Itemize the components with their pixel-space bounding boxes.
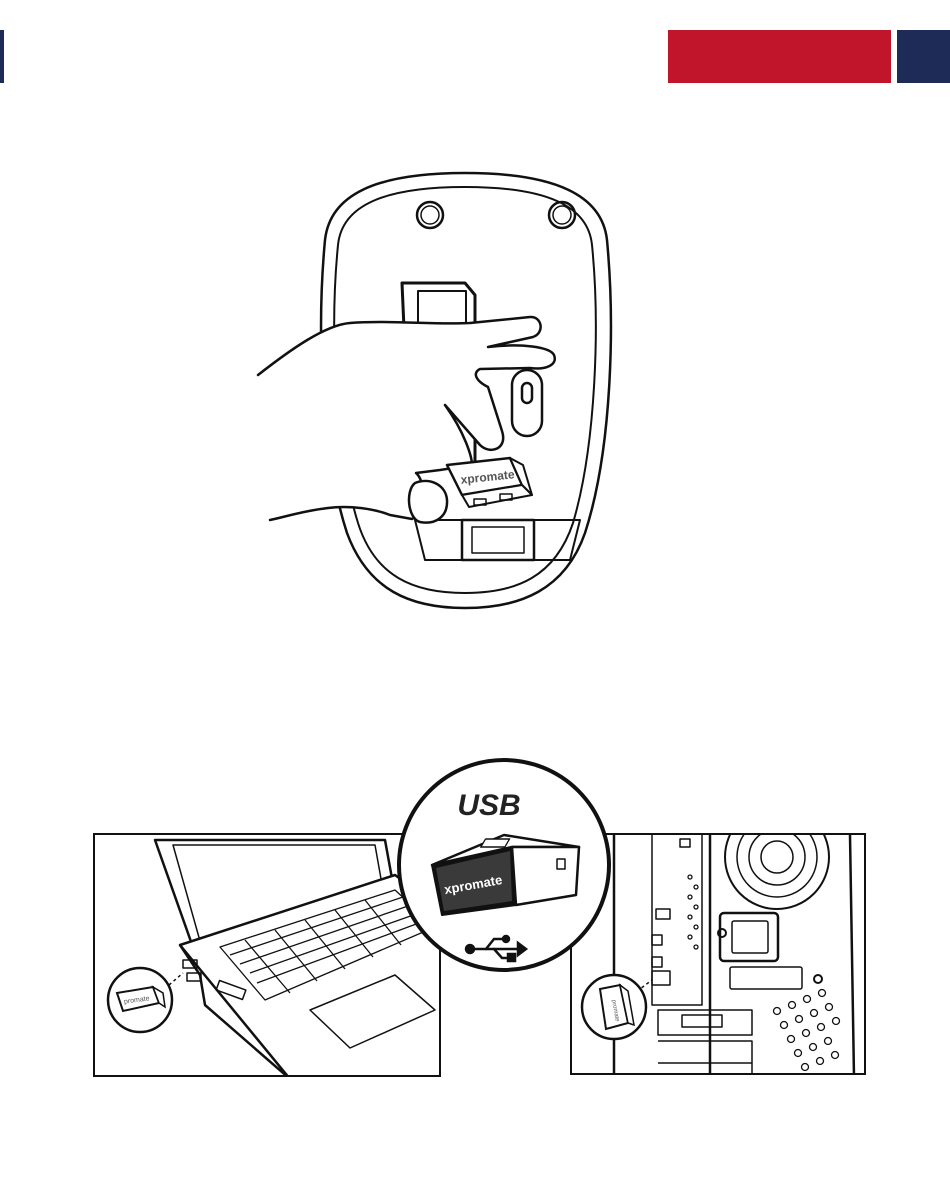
desktop-usb-panel: promate [570,833,866,1075]
desktop-usb-port [652,971,670,985]
mouse-sensor-window [462,520,534,560]
laptop-usb-panel: promate [93,833,441,1077]
laptop-illustration: promate [95,835,441,1077]
desktop-receiver-callout: promate [582,975,646,1039]
usb-receiver-magnifier: USB xpromate [394,755,614,975]
power-socket [720,913,778,961]
mouse-receiver-insertion-illustration: xpromate [240,165,690,615]
header-navy-accent-bar [897,30,950,83]
header-left-accent-bar [0,30,4,83]
desktop-tower-illustration: promate [572,835,866,1075]
header-red-accent-bar [668,30,891,83]
usb-title: USB [457,789,520,822]
laptop-receiver-callout: promate [108,968,172,1032]
